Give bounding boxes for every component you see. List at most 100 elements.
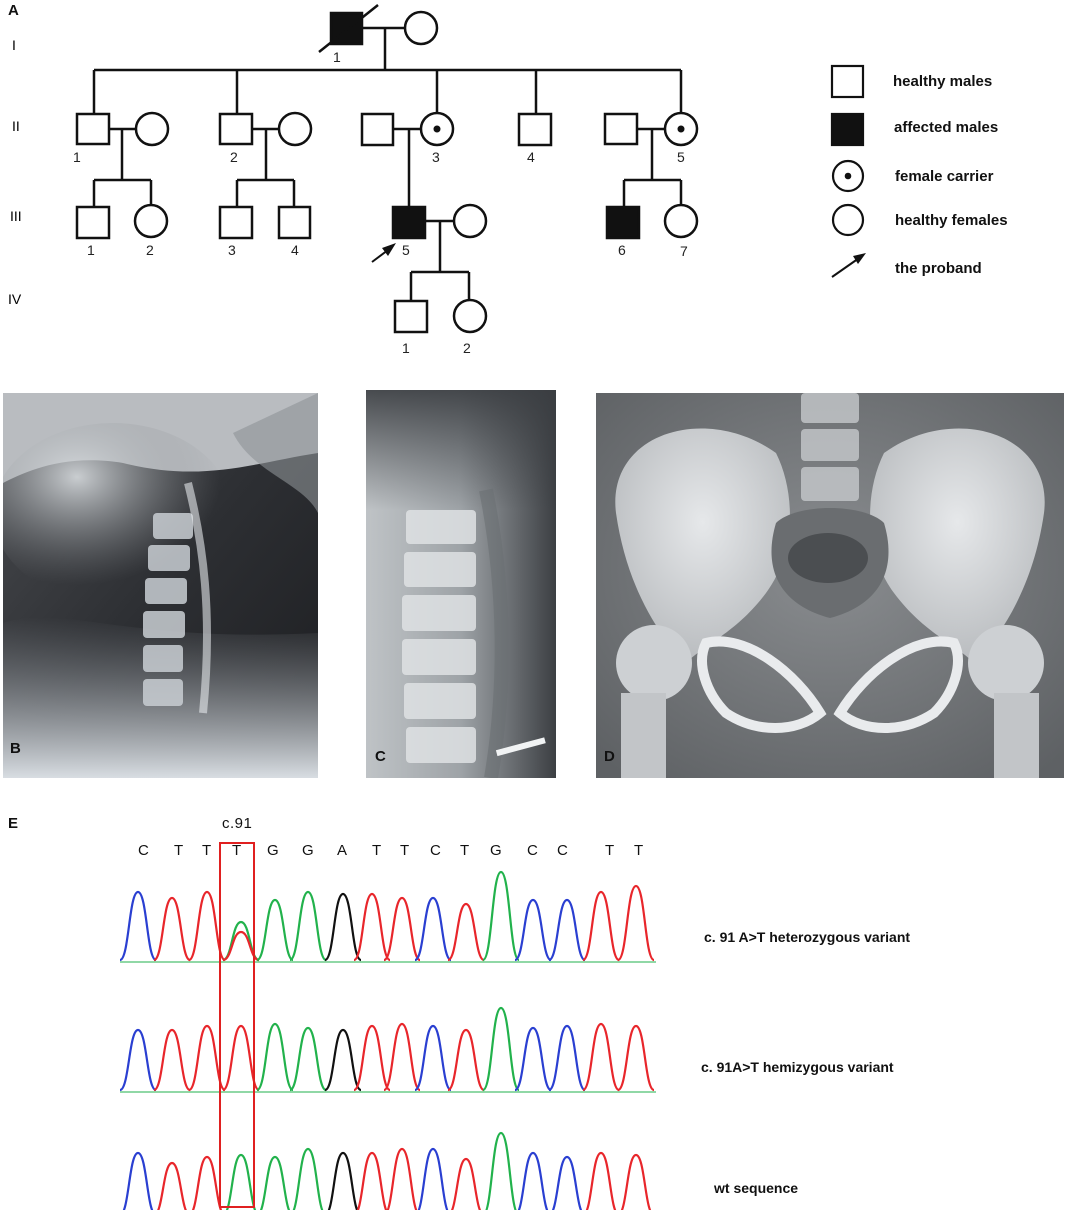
pedigree-male-ii2 bbox=[218, 112, 254, 146]
base-call: G bbox=[302, 842, 314, 859]
chromatogram-trace bbox=[122, 1131, 652, 1210]
individual-number: 1 bbox=[87, 242, 95, 258]
panel-label-a: A bbox=[8, 2, 19, 19]
pedigree-female-iii7 bbox=[663, 203, 699, 239]
chromatogram-peak bbox=[551, 1155, 583, 1210]
trace-label-heterozygous: c. 91 A>T heterozygous variant bbox=[704, 929, 911, 945]
legend-healthy-female-symbol bbox=[831, 203, 865, 237]
chromatogram-peak bbox=[585, 1151, 617, 1210]
base-call: T bbox=[400, 842, 410, 859]
chromatogram-peak bbox=[222, 1024, 260, 1092]
chromatogram-peak bbox=[187, 890, 227, 962]
xray-cervical-spine bbox=[3, 393, 318, 778]
chromatogram-peak bbox=[382, 896, 422, 962]
chromatogram-peak bbox=[356, 1151, 388, 1210]
chromatogram-peak bbox=[288, 1026, 328, 1092]
variant-position-label: c.91 bbox=[222, 815, 253, 832]
chromatogram-peak bbox=[481, 870, 521, 962]
chromatogram-peak bbox=[288, 890, 328, 962]
pedigree-proband-iii5 bbox=[391, 205, 427, 240]
individual-number: 1 bbox=[73, 149, 81, 165]
base-call: T bbox=[372, 842, 382, 859]
individual-number: 5 bbox=[677, 149, 685, 165]
legend-healthy-males: healthy males bbox=[893, 73, 993, 90]
legend-healthy-females: healthy females bbox=[895, 212, 1008, 229]
pedigree-female-iii2 bbox=[133, 203, 169, 239]
chromatogram-peak bbox=[118, 890, 158, 962]
chromatogram-peak bbox=[152, 1028, 192, 1092]
generation-label: II bbox=[12, 118, 20, 134]
chromatogram-peak bbox=[513, 898, 553, 962]
pedigree-male-iii1 bbox=[75, 205, 111, 240]
panel-label-c: C bbox=[375, 748, 386, 765]
base-call: G bbox=[490, 842, 502, 859]
deceased-slash bbox=[318, 4, 379, 53]
chromatogram-peak bbox=[292, 1147, 324, 1210]
pedigree-spouse-iii5 bbox=[452, 203, 488, 239]
pedigree-spouse-ii1 bbox=[134, 111, 170, 147]
pedigree-spouse-ii2 bbox=[277, 111, 313, 147]
chromatogram-peak bbox=[481, 1006, 521, 1092]
chromatogram-peak bbox=[517, 1151, 549, 1210]
chromatogram-peak bbox=[581, 1022, 621, 1092]
base-call: C bbox=[430, 842, 441, 859]
individual-number: 2 bbox=[230, 149, 238, 165]
chromatogram-peak bbox=[446, 1028, 486, 1092]
panel-label-d: D bbox=[604, 748, 615, 765]
chromatogram-peak bbox=[191, 1155, 223, 1210]
individual-number: 2 bbox=[146, 242, 154, 258]
chromatogram-peak bbox=[513, 1026, 553, 1092]
base-call: C bbox=[138, 842, 149, 859]
trace-label-wildtype: wt sequence bbox=[714, 1180, 799, 1196]
pedigree-male-ii4 bbox=[517, 112, 553, 147]
individual-number: 1 bbox=[402, 340, 410, 356]
chromatogram-peak bbox=[152, 896, 192, 962]
chromatogram-peak bbox=[382, 1022, 422, 1092]
chromatogram-peak bbox=[352, 892, 392, 962]
base-call: T bbox=[634, 842, 644, 859]
pedigree-female-i2 bbox=[403, 10, 439, 46]
base-calls: C T T T G G A T T C T G C C T T bbox=[112, 842, 672, 864]
pedigree-affected-male-iii6 bbox=[605, 205, 641, 240]
individual-number: 1 bbox=[333, 49, 341, 65]
chromatogram-peak bbox=[118, 1028, 158, 1092]
chromatogram-peak bbox=[255, 1022, 295, 1092]
chromatogram-peak bbox=[156, 1161, 188, 1210]
variant-highlight-box bbox=[219, 842, 255, 1208]
pedigree-male-iii3 bbox=[218, 205, 254, 240]
individual-number: 4 bbox=[527, 149, 535, 165]
chromatogram-peak bbox=[259, 1155, 291, 1210]
chromatogram-peak bbox=[450, 1157, 482, 1210]
chromatogram-peak bbox=[413, 896, 453, 962]
chromatogram-peak bbox=[255, 898, 295, 962]
pedigree-male-iv1 bbox=[393, 299, 429, 334]
base-call: T bbox=[605, 842, 615, 859]
chromatogram-peak bbox=[548, 1024, 586, 1092]
pedigree-male-iii4 bbox=[277, 205, 312, 240]
chromatogram-peak bbox=[414, 1024, 452, 1092]
chromatogram-peak bbox=[616, 884, 656, 962]
base-call: T bbox=[174, 842, 184, 859]
base-call: C bbox=[527, 842, 538, 859]
chromatogram-peak bbox=[417, 1147, 449, 1210]
pedigree-spouse-ii3 bbox=[360, 112, 395, 147]
individual-number: 4 bbox=[291, 242, 299, 258]
xray-thoracolumbar-spine bbox=[366, 390, 556, 778]
generation-label: I bbox=[12, 37, 16, 53]
xray-pelvis bbox=[596, 393, 1064, 778]
chromatogram-peak bbox=[617, 1024, 655, 1092]
chromatogram-peak bbox=[188, 1024, 226, 1092]
chromatogram-peak bbox=[581, 890, 621, 962]
individual-number: 3 bbox=[432, 149, 440, 165]
trace-label-hemizygous: c. 91A>T hemizygous variant bbox=[701, 1059, 894, 1075]
base-call: T bbox=[232, 842, 242, 859]
legend-affected-male-symbol bbox=[830, 112, 865, 147]
individual-number: 3 bbox=[228, 242, 236, 258]
pedigree-female-iv2 bbox=[452, 298, 488, 334]
chromatogram-peak bbox=[122, 1151, 154, 1210]
chromatogram-peak bbox=[327, 1151, 359, 1210]
legend-female-carrier: female carrier bbox=[895, 168, 994, 185]
individual-number: 7 bbox=[680, 243, 688, 259]
legend-healthy-male-symbol bbox=[830, 64, 865, 99]
chromatogram-trace bbox=[118, 1006, 656, 1093]
